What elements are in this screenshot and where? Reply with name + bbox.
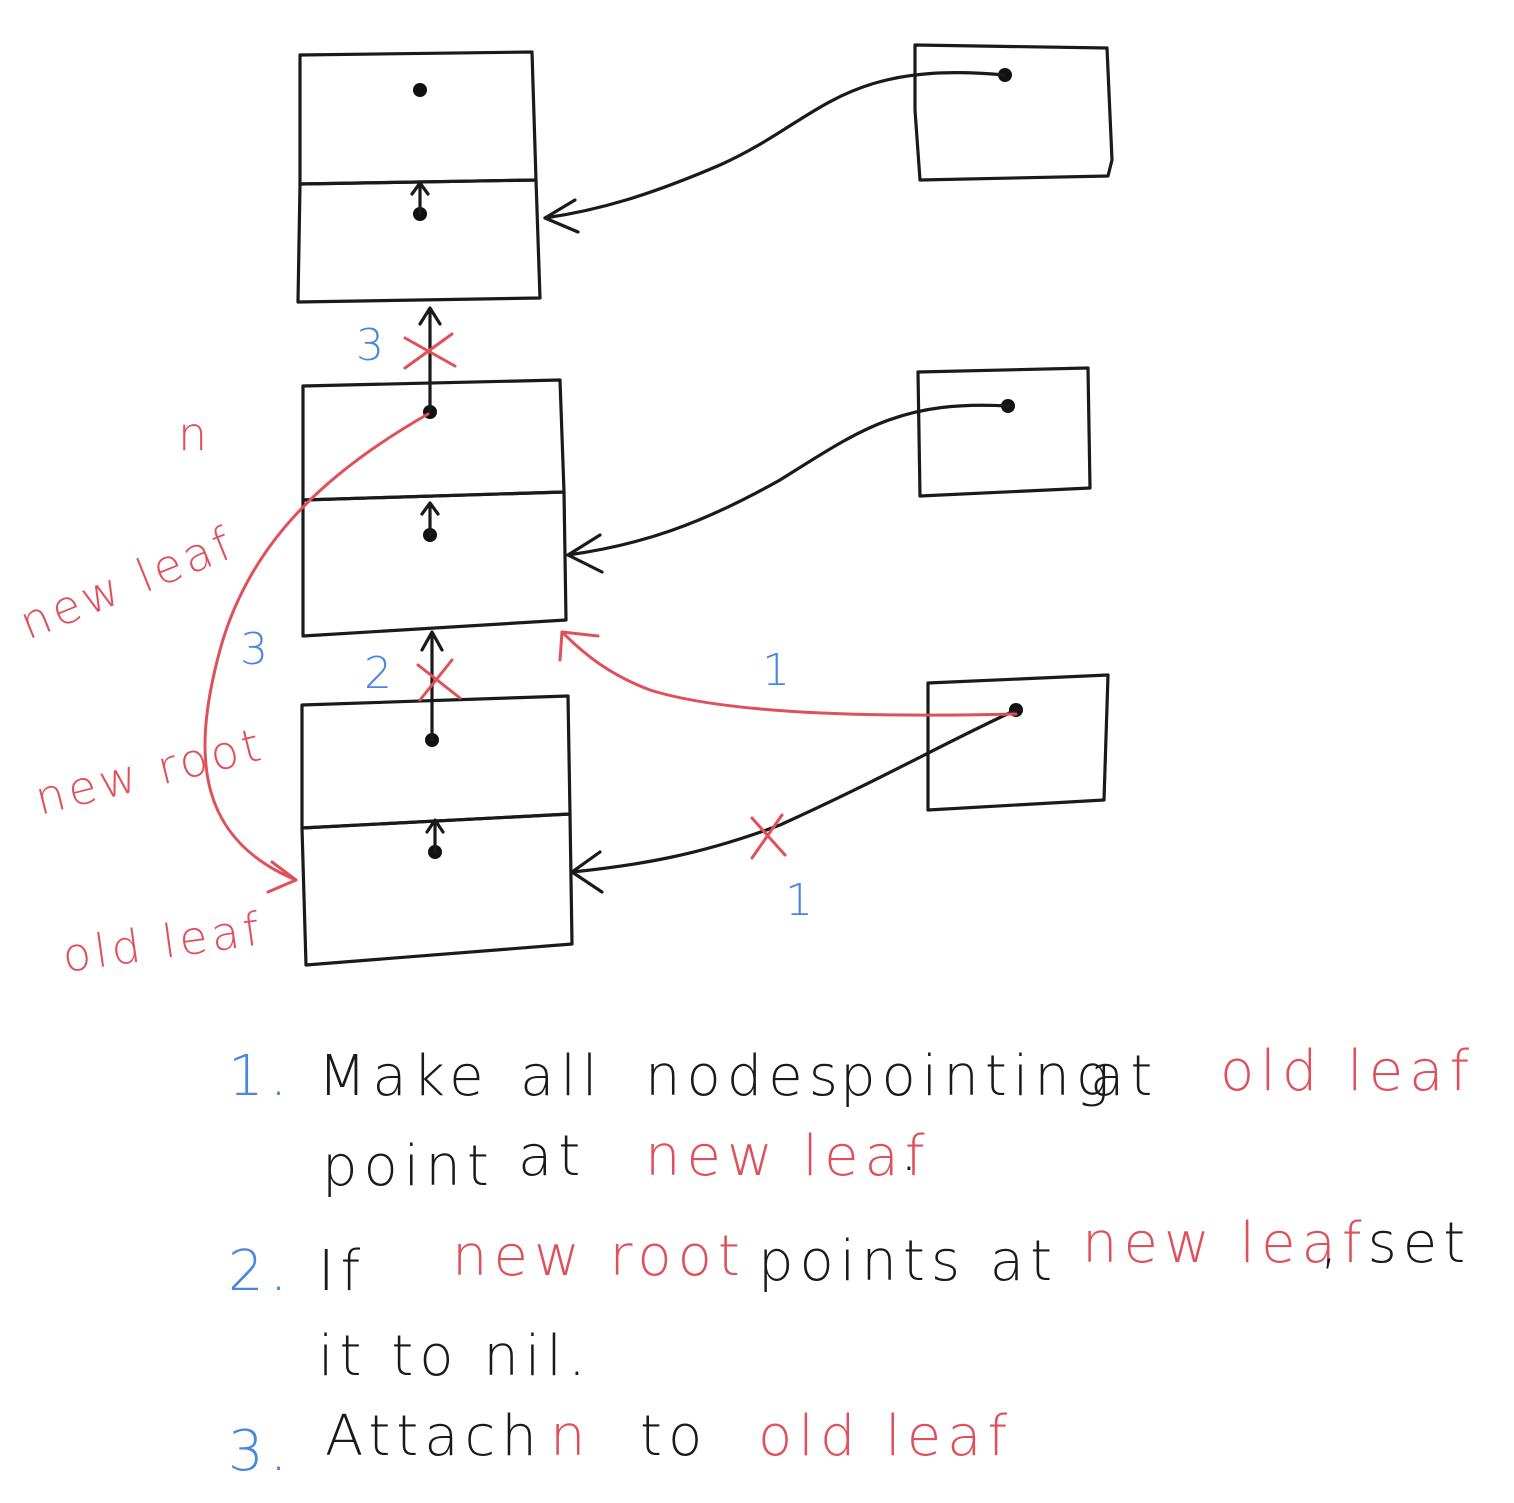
middle-node-lower-cell: [301, 490, 568, 638]
marker-left-3: 3: [240, 624, 268, 675]
step-3-n: n: [550, 1404, 592, 1469]
top-node-lower-cell: [296, 178, 542, 304]
step-1-old-leaf: old leaf: [1220, 1039, 1475, 1104]
bottom-to-middle-arrow: [420, 630, 444, 742]
marker-red-arrow-1: 1: [762, 645, 790, 696]
pointer-bottom-arrowhead: [570, 850, 604, 894]
step-3-attach: Attach: [325, 1404, 543, 1469]
step-1-word-4: pointing: [840, 1044, 1115, 1109]
middle-node-inner-arrow: [420, 501, 440, 537]
label-new-leaf: new leaf: [12, 515, 243, 650]
pointer-middle-arrowhead: [566, 533, 604, 574]
step-3: 3. Attach n to old leaf: [228, 1404, 1013, 1484]
step-1-line2-word-1: point: [322, 1134, 495, 1199]
step-1-word-1: Make: [318, 1044, 490, 1109]
top-node-dot-upper: [413, 83, 427, 97]
red-pointer-to-new-leaf-head: [558, 630, 600, 662]
label-old-leaf: old leaf: [59, 901, 267, 983]
step-2-if: If: [318, 1239, 366, 1304]
instructions: 1. Make all nodes pointing at old leaf p…: [228, 1039, 1475, 1484]
top-node: [296, 50, 542, 304]
step-2-set: , set: [1320, 1211, 1471, 1276]
step-3-to: to: [640, 1404, 708, 1469]
red-attach-arrowhead: [266, 860, 298, 894]
step-1-number: 1.: [228, 1044, 293, 1109]
top-node-upper-cell: [298, 50, 538, 186]
step-2: 2. If new root points at new leaf , set …: [228, 1211, 1471, 1389]
bottom-node-upper-cell: [300, 694, 572, 830]
pointer-bottom-right-to-bottom-node: [570, 708, 1018, 874]
step-3-number: 3.: [228, 1419, 293, 1484]
node-labels: n new leaf new root old leaf: [12, 407, 270, 983]
pointer-middle-right-to-middle-node: [566, 403, 1010, 557]
right-node-middle: [916, 366, 1092, 498]
cut-mark-bottom: [750, 813, 787, 860]
step-markers: 3 3 2 1 1: [240, 320, 813, 926]
node-column: [296, 50, 574, 967]
step-2-new-root: new root: [452, 1224, 746, 1289]
pointer-top-right-to-top-node: [543, 71, 1007, 220]
step-2-number: 2.: [228, 1239, 293, 1304]
marker-black-arrow-1: 1: [785, 875, 813, 926]
step-1-line2-word-2: at: [518, 1124, 586, 1189]
marker-top-3: 3: [356, 320, 384, 371]
red-pointer-attach-to-old-leaf: [203, 412, 430, 882]
label-n: n: [178, 407, 211, 461]
marker-middle-2: 2: [364, 648, 392, 699]
cut-mark-top: [403, 332, 457, 370]
black-pointers: [543, 71, 1018, 894]
pointer-top-arrowhead: [543, 198, 580, 234]
step-2-line2: it to nil.: [318, 1324, 592, 1389]
red-pointer-to-new-leaf: [560, 630, 1018, 717]
right-column: [913, 43, 1114, 812]
step-3-old-leaf: old leaf: [758, 1404, 1013, 1469]
step-1-word-5: at: [1090, 1044, 1158, 1109]
right-node-bottom: [926, 673, 1110, 812]
step-1-new-leaf: new leaf: [645, 1124, 931, 1189]
bottom-node-inner-arrow: [425, 818, 445, 854]
top-node-inner-arrow: [410, 181, 430, 216]
step-2-points-at: points at: [758, 1229, 1058, 1294]
step-2-new-leaf: new leaf: [1082, 1211, 1368, 1276]
step-1-word-3: nodes: [645, 1044, 844, 1109]
cut-mark-middle: [416, 658, 462, 702]
bottom-node: [300, 630, 574, 967]
step-1-word-2: all: [520, 1044, 603, 1109]
right-node-top: [913, 43, 1114, 182]
middle-to-top-arrow: [418, 306, 442, 414]
cut-marks: [403, 332, 787, 860]
middle-node-upper-cell: [301, 378, 566, 502]
label-new-root: new root: [30, 717, 270, 826]
middle-node: [301, 306, 568, 638]
step-1-period: .: [900, 1119, 924, 1184]
red-pointers: [203, 412, 1018, 894]
bottom-node-lower-cell: [300, 812, 574, 967]
step-1: 1. Make all nodes pointing at old leaf p…: [228, 1039, 1475, 1199]
